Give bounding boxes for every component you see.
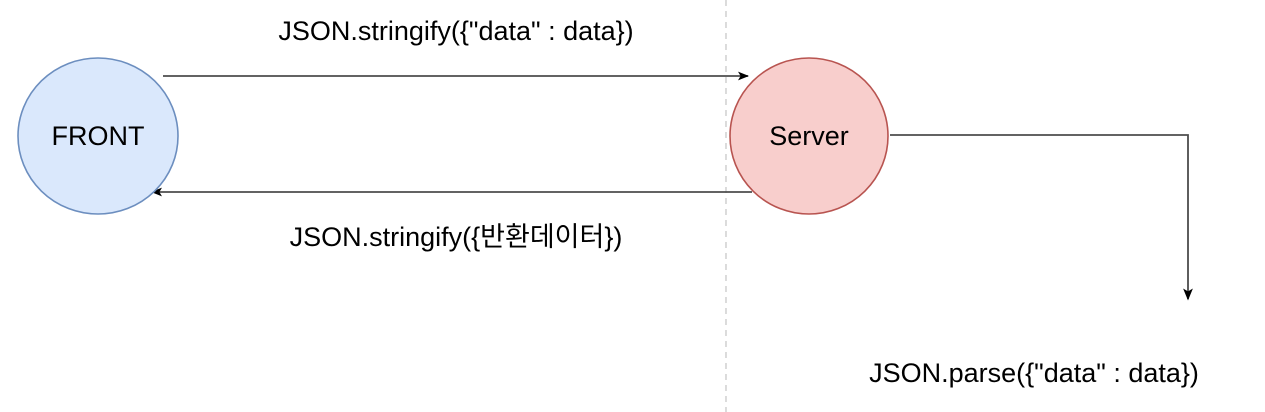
server-node-label: Server xyxy=(769,121,849,151)
edge-label-response: JSON.stringify({반환데이터}) xyxy=(290,222,623,252)
node-server[interactable]: Server xyxy=(729,57,889,215)
front-circle-shape xyxy=(17,57,179,215)
node-front[interactable]: FRONT xyxy=(17,57,179,215)
front-node-label: FRONT xyxy=(52,121,145,151)
edge-label-parse: JSON.parse({"data" : data}) xyxy=(869,358,1199,388)
edge-server-to-parse xyxy=(890,134,1193,301)
edge-label-request: JSON.stringify({"data" : data}) xyxy=(278,16,633,46)
server-circle-shape xyxy=(729,57,889,215)
